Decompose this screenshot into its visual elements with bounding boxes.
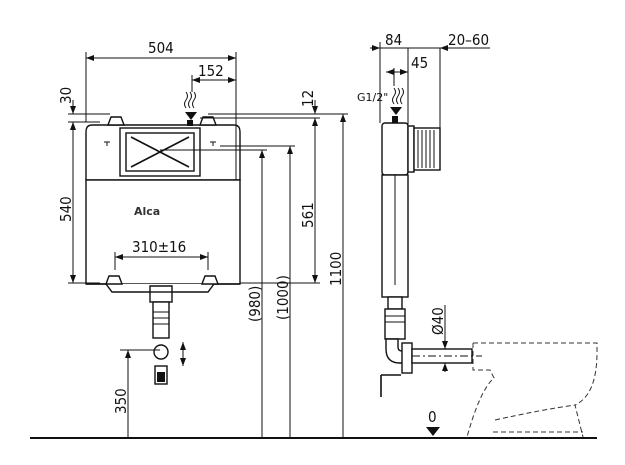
dim-fixing-spacing: 310±16 [132,238,186,256]
inlet-thread-label: G1/2" [357,91,388,104]
dim-adjust-20-60: 20–60 [448,31,489,49]
dim-height-350: 350 [112,388,130,414]
floor-level-label: 0 [428,408,437,426]
front-drain-pipe [149,291,186,385]
dim-pipe-diameter: Ø40 [429,307,447,335]
dim-inlet-depth-45: 45 [411,54,428,72]
dim-inlet-top-12: 12 [299,90,317,107]
dim-height-561: 561 [299,202,317,228]
dim-height-1100: 1100 [327,252,345,286]
dim-width-504: 504 [148,39,174,57]
side-view-cistern [380,116,482,397]
dim-inlet-offset-152: 152 [198,62,224,80]
front-view-cistern [85,116,241,293]
dim-height-980: (980) [246,286,264,322]
dim-height-540: 540 [57,196,75,222]
brand-logo: Alca [134,205,160,218]
dim-depth-84: 84 [385,31,402,49]
toilet-outline [466,342,598,438]
dim-height-1000: (1000) [274,275,292,320]
dim-top-30: 30 [57,87,75,104]
floor-level-marker-icon [426,427,440,436]
